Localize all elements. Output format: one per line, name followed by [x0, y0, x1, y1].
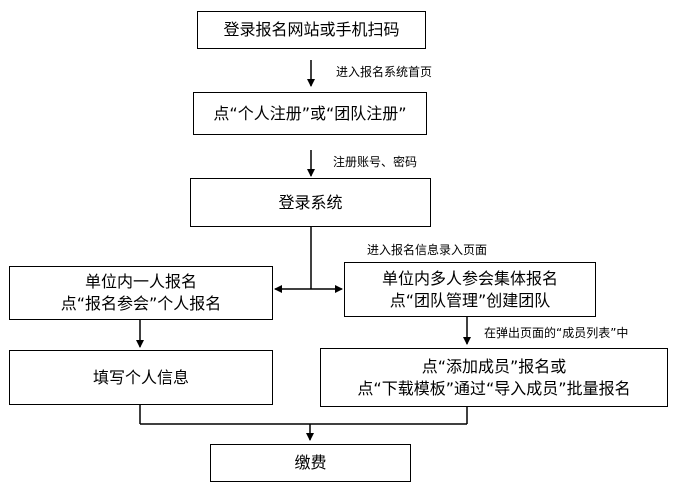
node-payment-text: 缴费: [294, 453, 327, 472]
label-member-list-popup: 在弹出页面的“成员列表”中: [484, 326, 629, 340]
node-team-line2: 点“团队管理”创建团队: [389, 290, 551, 310]
node-payment: 缴费: [210, 444, 411, 482]
label-register-account: 注册账号、密码: [333, 155, 418, 169]
node-add-member: 点“添加成员”报名或 点“下载模板”通过“导入成员”批量报名: [320, 348, 668, 407]
node-add-member-line1: 点“添加成员”报名或: [421, 356, 567, 376]
node-team-registration: 单位内多人参会集体报名 点“团队管理”创建团队: [344, 262, 596, 317]
node-team-line1: 单位内多人参会集体报名: [381, 268, 558, 288]
label-enter-info-page: 进入报名信息录入页面: [367, 243, 488, 257]
node-register-choice: 点“个人注册”或“团队注册”: [193, 92, 427, 135]
node-individual-registration: 单位内一人报名 点“报名参会”个人报名: [9, 266, 273, 320]
node-fill-info: 填写个人信息: [9, 350, 273, 405]
node-fill-info-text: 填写个人信息: [92, 367, 189, 387]
node-login-system: 登录系统: [190, 178, 431, 227]
label-enter-register-home: 进入报名系统首页: [336, 65, 433, 79]
node-add-member-line2: 点“下载模板”通过“导入成员”批量报名: [357, 378, 631, 398]
node-individual-line2: 点“报名参会”个人报名: [60, 294, 222, 313]
node-login-site: 登录报名网站或手机扫码: [197, 11, 426, 49]
node-individual-line1: 单位内一人报名: [84, 272, 197, 291]
node-login-site-text: 登录报名网站或手机扫码: [223, 20, 400, 39]
node-login-system-text: 登录系统: [278, 192, 343, 212]
node-register-choice-text: 点“个人注册”或“团队注册”: [213, 103, 407, 123]
